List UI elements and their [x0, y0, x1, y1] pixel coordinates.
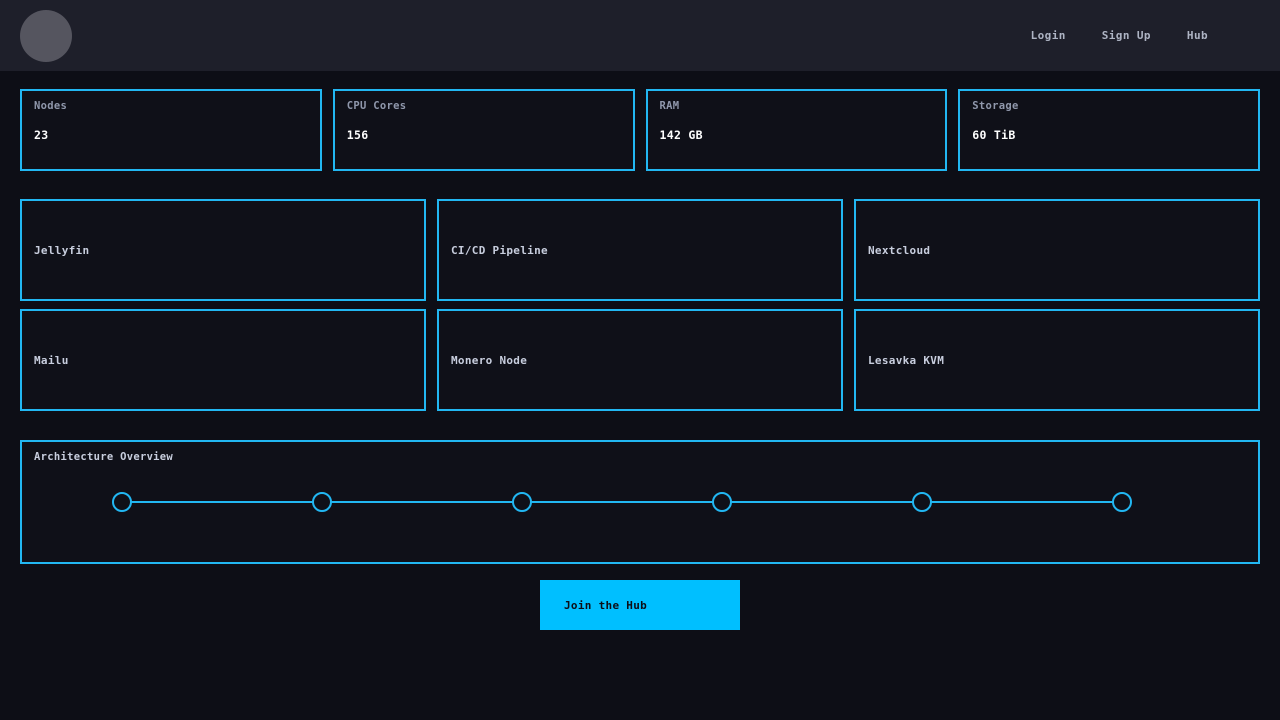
- stats-row: Nodes 23 CPU Cores 156 RAM 142 GB Storag…: [20, 89, 1260, 171]
- service-card-monero-node[interactable]: Monero Node: [437, 309, 843, 411]
- architecture-node-6[interactable]: [1112, 492, 1132, 512]
- service-card-nextcloud[interactable]: Nextcloud: [854, 199, 1260, 301]
- stat-label: Nodes: [34, 100, 68, 112]
- stat-value: 23: [34, 128, 49, 142]
- architecture-node-3[interactable]: [512, 492, 532, 512]
- stat-value: 60 TiB: [972, 128, 1016, 142]
- cta-container: Join the Hub: [0, 580, 1280, 630]
- service-card-cicd-pipeline[interactable]: CI/CD Pipeline: [437, 199, 843, 301]
- stat-card-ram: RAM 142 GB: [645, 89, 948, 171]
- avatar[interactable]: [20, 9, 72, 62]
- stat-card-nodes: Nodes 23: [20, 89, 322, 171]
- service-card-lesavka-kvm[interactable]: Lesavka KVM: [854, 309, 1260, 411]
- architecture-title: Architecture Overview: [34, 451, 174, 463]
- stat-card-storage: Storage 60 TiB: [958, 89, 1260, 171]
- join-the-hub-button[interactable]: Join the Hub: [540, 580, 740, 630]
- service-name: Lesavka KVM: [868, 353, 945, 367]
- services-grid: Jellyfin CI/CD Pipeline Nextcloud Mailu …: [20, 199, 1260, 411]
- stat-value: 142 GB: [659, 128, 703, 142]
- service-name: Jellyfin: [34, 243, 90, 257]
- stat-card-cpu-cores: CPU Cores 156: [332, 89, 635, 171]
- nav-item-sign-up[interactable]: Sign Up: [1101, 29, 1151, 42]
- service-name: Nextcloud: [868, 243, 931, 257]
- stat-label: Storage: [972, 100, 1019, 112]
- service-name: Monero Node: [451, 353, 528, 367]
- service-card-jellyfin[interactable]: Jellyfin: [20, 199, 426, 301]
- nav-item-login[interactable]: Login: [1030, 29, 1066, 42]
- site-header: Login Sign Up Hub: [0, 0, 1280, 71]
- header-nav: Login Sign Up Hub: [1031, 29, 1260, 42]
- nav-item-hub[interactable]: Hub: [1186, 29, 1208, 42]
- service-name: CI/CD Pipeline: [451, 243, 548, 257]
- architecture-node-2[interactable]: [312, 492, 332, 512]
- architecture-panel: Architecture Overview: [20, 440, 1260, 564]
- architecture-node-4[interactable]: [712, 492, 732, 512]
- stat-label: RAM: [659, 100, 680, 112]
- stat-value: 156: [346, 128, 369, 142]
- architecture-node-1[interactable]: [112, 492, 132, 512]
- stat-label: CPU Cores: [346, 100, 407, 112]
- architecture-node-5[interactable]: [912, 492, 932, 512]
- service-card-mailu[interactable]: Mailu: [20, 309, 426, 411]
- service-name: Mailu: [34, 353, 69, 367]
